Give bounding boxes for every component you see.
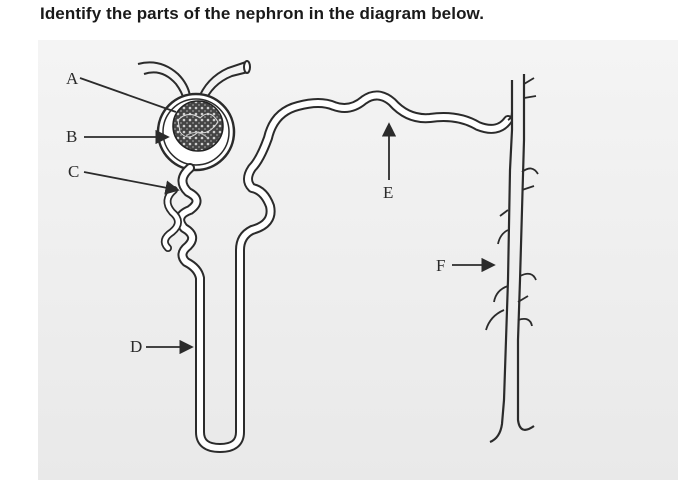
label-b: B [66, 127, 77, 146]
pointer-a [79, 77, 177, 113]
question-text: Identify the parts of the nephron in the… [40, 4, 485, 23]
renal-tubule [160, 90, 513, 453]
nephron-diagram: A B C D E F [66, 60, 539, 453]
glomerulus [172, 100, 224, 152]
label-e: E [383, 183, 393, 202]
label-a: A [66, 69, 79, 88]
label-d: D [130, 337, 142, 356]
label-f: F [436, 256, 445, 275]
label-c: C [68, 162, 79, 181]
pointer-c [83, 171, 180, 195]
collecting-duct [485, 74, 539, 444]
label-pointers [79, 77, 496, 355]
diagram-panel: A B C D E F [38, 40, 678, 480]
